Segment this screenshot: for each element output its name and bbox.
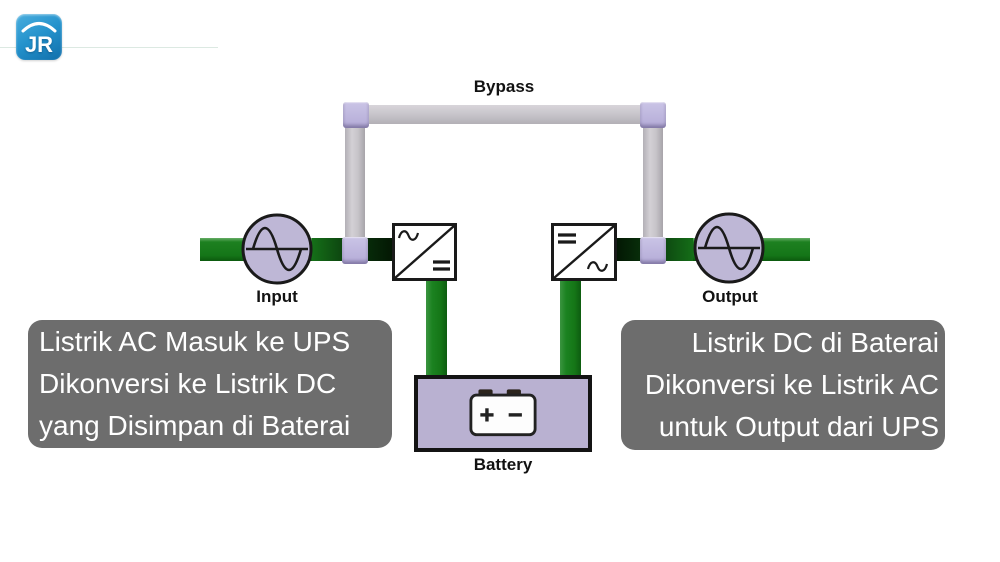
caption-dc-to-ac: Listrik DC di Baterai Dikonversi ke List… [621,320,945,450]
output-ac-node [693,212,765,284]
pipe-junction-top-left [343,102,369,128]
pipe-junction-top-right [640,102,666,128]
caption-line: Listrik DC di Baterai [691,327,939,358]
bypass-pipe-left [345,124,365,240]
battery-discharge-pipe [560,280,581,377]
pipe-junction-bottom-left [342,237,368,264]
caption-line: untuk Output dari UPS [658,411,939,442]
caption-line: Dikonversi ke Listrik DC [39,368,337,399]
logo-text: JR [24,32,54,57]
battery-charge-pipe [426,280,447,377]
input-label: Input [256,287,298,306]
inverter-dc-ac-icon [551,223,617,281]
caption-ac-to-dc: Listrik AC Masuk ke UPS Dikonversi ke Li… [28,320,392,448]
battery-label: Battery [473,455,533,474]
rectifier-ac-dc-icon [392,223,457,281]
input-ac-source-node [241,213,313,285]
ac-sine-icon [241,213,313,285]
header-divider-line [0,47,218,48]
caption-line: Listrik AC Masuk ke UPS [39,326,351,357]
battery-icon [469,389,537,437]
bypass-label: Bypass [473,77,535,96]
caption-line: yang Disimpan di Baterai [39,410,351,441]
jr-logo: JR [16,14,62,60]
pipe-junction-bottom-right [640,237,666,264]
ac-sine-icon [693,212,765,284]
bypass-pipe-right [643,124,663,240]
bypass-pipe-top [366,105,642,124]
output-label: Output [702,287,758,306]
caption-line: Dikonversi ke Listrik AC [644,369,939,400]
battery-box [414,375,592,452]
logo-arc-icon [21,22,57,33]
